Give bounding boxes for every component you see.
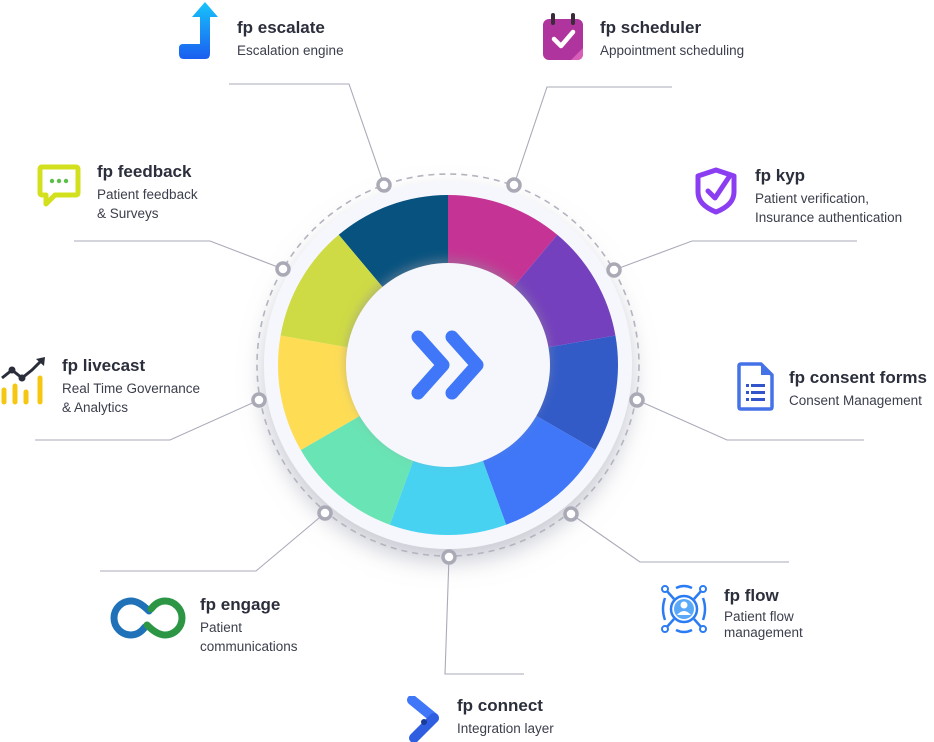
- product-kyp: fp kyp Patient verification, Insurance a…: [755, 166, 902, 227]
- connector-line: [100, 512, 326, 572]
- connector-line: [74, 240, 284, 270]
- connector-dot: [506, 177, 522, 193]
- product-title: fp kyp: [755, 166, 806, 185]
- product-description: Real Time Governance: [62, 381, 201, 396]
- connector-line: [229, 83, 385, 186]
- connector-dot: [606, 262, 622, 278]
- arrow-up-icon: [179, 2, 218, 59]
- connector-dot: [376, 177, 392, 193]
- connector-line: [636, 399, 864, 441]
- product-description: Insurance authentication: [755, 210, 903, 225]
- connector-dot: [251, 392, 267, 408]
- product-engage: fp engage Patient communications: [200, 595, 298, 656]
- product-description: Patient verification,: [755, 191, 870, 206]
- product-connect: fp connect Integration layer: [457, 696, 554, 738]
- product-description: Consent Management: [789, 393, 922, 408]
- product-title: fp feedback: [97, 162, 192, 181]
- segment-livecast: [278, 335, 362, 450]
- connector-line: [613, 240, 857, 271]
- connector-dot: [275, 261, 291, 277]
- connector-line: [570, 513, 789, 563]
- segment-flow: [482, 415, 596, 525]
- product-feedback: fp feedback Patient feedback & Surveys: [97, 162, 198, 223]
- segment-engage: [300, 415, 414, 525]
- connector-dot: [441, 549, 457, 565]
- calendar-check-icon: [543, 13, 583, 60]
- segment-connect: [389, 458, 507, 535]
- product-description: & Surveys: [97, 206, 159, 221]
- product-title: fp connect: [457, 696, 543, 715]
- product-title: fp livecast: [62, 356, 146, 375]
- segment-scheduler: [448, 195, 558, 289]
- product-escalate: fp escalate Escalation engine: [237, 18, 344, 60]
- connector-line: [513, 86, 672, 186]
- product-description: & Analytics: [62, 400, 129, 415]
- connector-dots: [251, 177, 645, 565]
- connect-chevron-icon: [407, 696, 439, 742]
- product-title: fp consent forms: [789, 368, 927, 387]
- segment-escalate: [338, 195, 448, 289]
- connector-dot: [629, 392, 645, 408]
- shield-check-icon: [695, 167, 737, 215]
- product-description: management: [724, 625, 803, 640]
- chart-trend-icon: [1, 357, 45, 405]
- product-title: fp escalate: [237, 18, 325, 37]
- connector-dot: [317, 505, 333, 521]
- product-title: fp flow: [724, 586, 779, 605]
- product-description: Appointment scheduling: [600, 43, 745, 58]
- infinity-link-icon: [110, 597, 186, 639]
- product-description: Escalation engine: [237, 43, 344, 58]
- product-livecast: fp livecast Real Time Governance & Analy…: [62, 356, 200, 417]
- product-title: fp scheduler: [600, 18, 702, 37]
- product-description: Integration layer: [457, 721, 554, 736]
- product-consent-forms: fp consent forms Consent Management: [789, 368, 927, 410]
- connector-line: [444, 556, 524, 675]
- connector-line: [35, 399, 260, 441]
- product-title: fp engage: [200, 595, 281, 614]
- product-description: Patient: [200, 620, 243, 635]
- segment-consent-forms: [534, 335, 618, 450]
- connector-lines: [35, 83, 864, 675]
- product-flow: fp flow Patient flow management: [724, 586, 803, 641]
- product-description: Patient flow: [724, 609, 794, 624]
- chat-bubble-icon: [37, 164, 81, 207]
- user-network-icon: [661, 584, 707, 634]
- product-scheduler: fp scheduler Appointment scheduling: [600, 18, 744, 60]
- document-list-icon: [737, 362, 774, 411]
- connector-dot: [563, 506, 579, 522]
- product-description: Patient feedback: [97, 187, 198, 202]
- product-description: communications: [200, 639, 298, 654]
- double-chevron-right-icon: [411, 330, 484, 400]
